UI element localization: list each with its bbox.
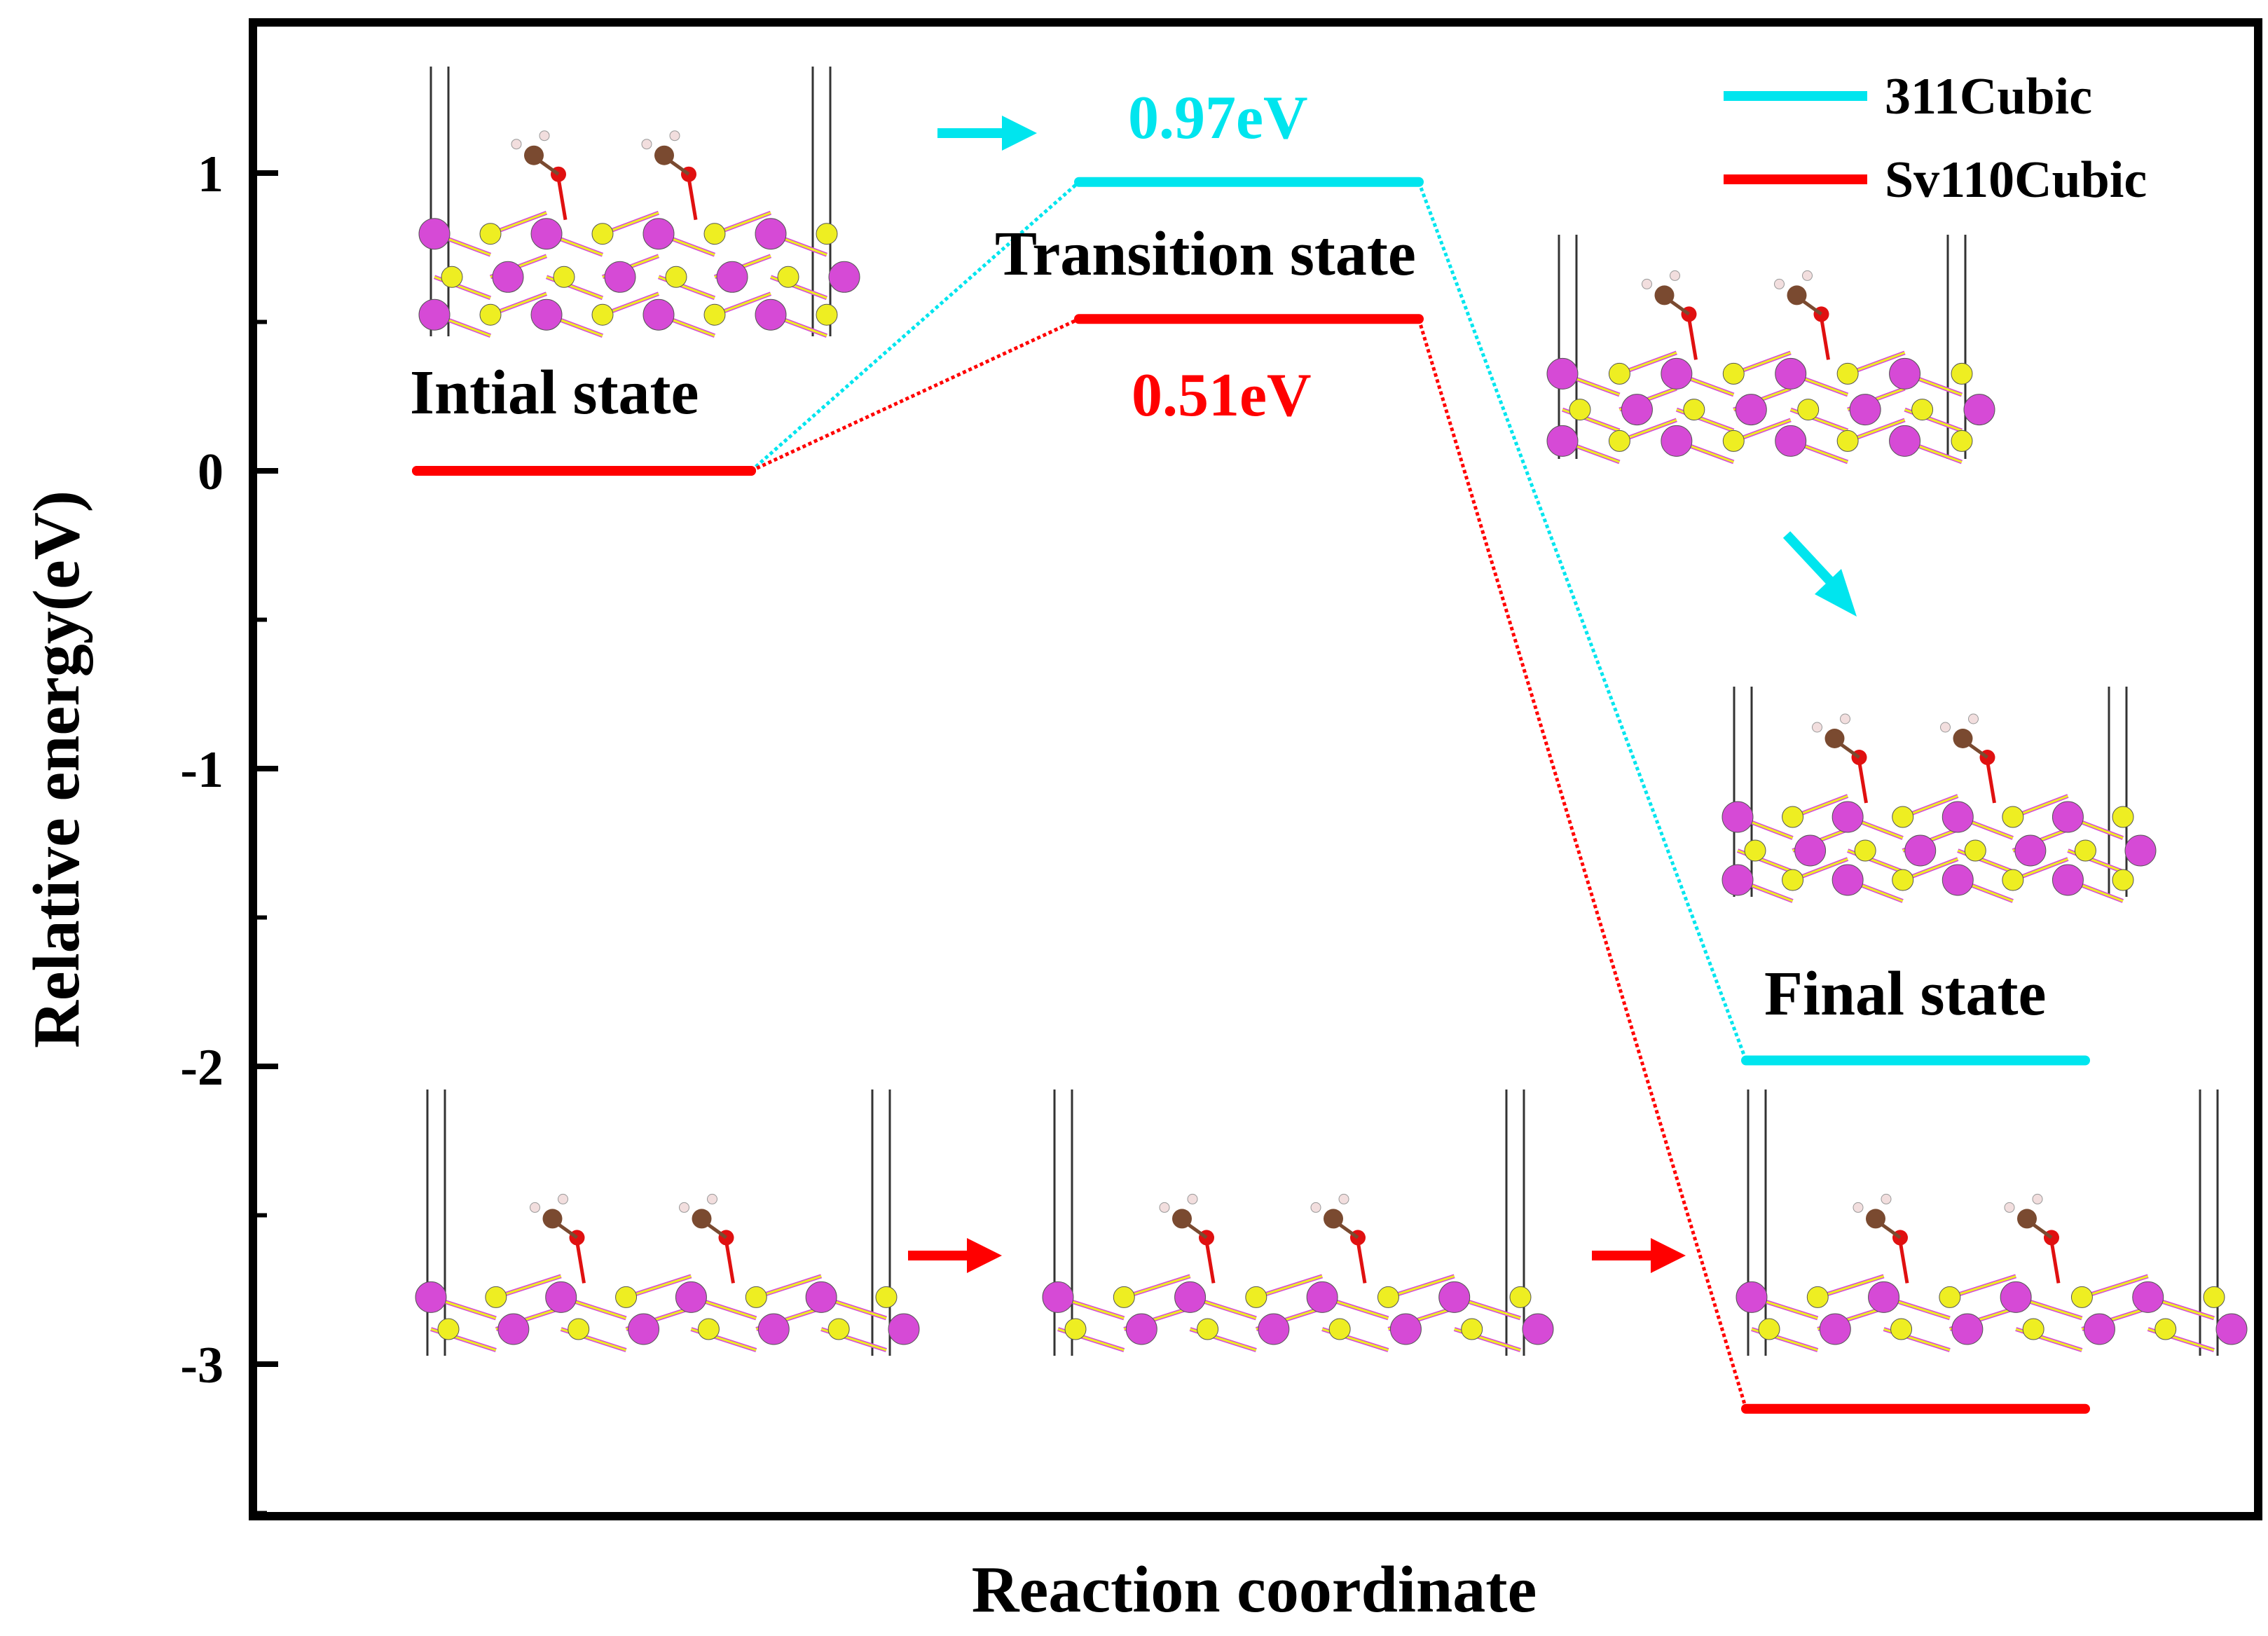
y-tick-label: 0 xyxy=(198,444,224,501)
series-311cubic xyxy=(750,177,2090,1066)
connector-line xyxy=(1417,181,1748,1061)
structure-image xyxy=(415,1089,920,1356)
arrow-icon xyxy=(1782,531,1857,617)
arrow-icon xyxy=(937,116,1037,151)
structure-images xyxy=(415,67,2248,1356)
series-layer xyxy=(412,177,2090,1414)
legend-label-sv110cubic: Sv110Cubic xyxy=(1885,151,2147,209)
barrier-label-sv110cubic: 0.51eV xyxy=(1132,362,1312,429)
structure-image xyxy=(418,67,860,338)
legend-label-311cubic: 311Cubic xyxy=(1885,68,2092,125)
state-label-transition: Transition state xyxy=(995,219,1416,289)
y-tick-label: 1 xyxy=(198,146,224,203)
x-axis-title: Reaction coordinate xyxy=(972,1553,1537,1626)
barrier-label-311cubic: 0.97eV xyxy=(1128,84,1308,152)
arrow-icon xyxy=(1592,1238,1686,1273)
connector-line xyxy=(1417,318,1748,1410)
structure-image xyxy=(1736,1089,2248,1356)
structure-image xyxy=(1721,687,2157,903)
connector-line xyxy=(750,317,1080,473)
structure-image xyxy=(1546,235,1995,465)
y-tick-label: -3 xyxy=(180,1337,224,1394)
y-tick-label: -1 xyxy=(180,741,224,799)
legend: 311Cubic Sv110Cubic xyxy=(1724,68,2147,209)
arrow-icon xyxy=(908,1238,1002,1273)
y-tick-label: -2 xyxy=(180,1039,224,1097)
y-axis-title: Relative energy(eV) xyxy=(20,490,93,1048)
state-label-final: Final state xyxy=(1764,959,2046,1029)
y-axis: 1 0 -1 -2 -3 xyxy=(180,22,278,1515)
state-label-initial: Intial state xyxy=(410,358,699,427)
connector-line xyxy=(750,180,1080,472)
structure-image xyxy=(1042,1089,1554,1356)
